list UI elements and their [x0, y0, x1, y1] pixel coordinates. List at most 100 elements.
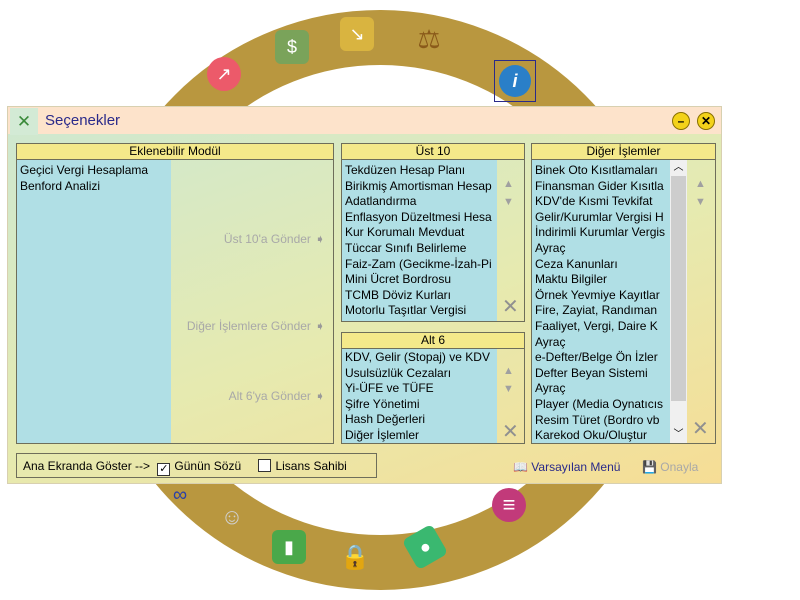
list-item[interactable]: Faaliyet, Vergi, Daire K [535, 318, 658, 333]
checkbox-label: Günün Sözü [174, 459, 242, 473]
checkbox-label: Lisans Sahibi [275, 459, 347, 473]
onayla-button[interactable]: 💾 Onayla [642, 460, 698, 474]
move-up-icon[interactable]: ▲ [695, 178, 706, 190]
scales-icon[interactable]: ⚖ [417, 23, 441, 54]
list-item[interactable]: Geçici Vergi Hesaplama [20, 163, 149, 177]
lisans-checkbox[interactable]: Lisans Sahibi [258, 459, 347, 473]
send-top10-button[interactable]: Üst 10'a Gönder➧ [224, 232, 325, 246]
falling-chart-icon[interactable]: ↘ [340, 17, 374, 51]
list-item[interactable]: Örnek Yevmiye Kayıtlar [535, 287, 660, 302]
book-icon: 📖 [513, 460, 528, 474]
move-up-icon[interactable]: ▲ [503, 178, 514, 190]
window-title: Seçenekler [45, 112, 121, 129]
money-chart-icon[interactable]: $ [275, 30, 309, 64]
list-item[interactable]: Birikmiş Amortisman Hesap [345, 178, 492, 193]
list-item[interactable]: Adatlandırma [345, 194, 417, 209]
move-down-icon[interactable]: ▼ [695, 196, 706, 208]
move-down-icon[interactable]: ▼ [503, 383, 514, 395]
move-down-icon[interactable]: ▼ [503, 196, 514, 208]
list-item[interactable]: Ayraç [535, 240, 566, 255]
scroll-thumb[interactable] [671, 176, 686, 401]
lock-icon[interactable]: 🔒 [340, 543, 370, 571]
professor-icon[interactable]: ☺ [220, 504, 244, 529]
list-item[interactable]: Enflasyon Düzeltmesi Hesa [345, 209, 492, 224]
list-item[interactable]: Fire, Zayiat, Randıman [535, 303, 658, 318]
panel-header: Diğer İşlemler [532, 144, 715, 160]
list-item[interactable]: Şifre Yönetimi [345, 396, 420, 411]
list-item[interactable]: Yi-ÜFE ve TÜFE [345, 381, 434, 396]
panel-header: Eklenebilir Modül [17, 144, 333, 160]
tools-icon: ✕ [10, 108, 38, 135]
title-bar: ✕ Seçenekler – ✕ [8, 107, 721, 135]
show-on-main-group: Ana Ekranda Göster --> ✓Günün Sözü Lisan… [16, 453, 377, 478]
info-icon[interactable]: i [494, 60, 536, 102]
panel-header: Alt 6 [342, 333, 524, 349]
panel-header: Üst 10 [342, 144, 524, 160]
send-diger-button[interactable]: Diğer İşlemlere Gönder➧ [187, 319, 325, 333]
list-item[interactable]: Maktu Bilgiler [535, 272, 608, 287]
gunun-sozu-checkbox[interactable]: ✓Günün Sözü [157, 459, 242, 476]
list-item[interactable]: Tüccar Sınıfı Belirleme [345, 240, 467, 255]
list-item[interactable]: e-Defter/Belge Ön İzler [535, 350, 658, 365]
show-on-main-label: Ana Ekranda Göster --> [23, 459, 151, 473]
list-item[interactable]: Defter Beyan Sistemi [535, 365, 648, 380]
list-item[interactable]: Mini Ücret Bordrosu [345, 272, 452, 287]
list-item[interactable]: Ayraç [535, 334, 566, 349]
list-item[interactable]: Kur Korumalı Mevduat [345, 225, 465, 240]
list-item[interactable]: Binek Oto Kısıtlamaları [535, 163, 658, 177]
list-item[interactable]: Ayraç [535, 381, 566, 396]
list-item[interactable]: Diğer İşlemler [345, 427, 420, 442]
list-item[interactable]: Hash Değerleri [345, 412, 426, 427]
list-item[interactable]: Resim Türet (Bordro vb [535, 412, 660, 427]
checkbox-box[interactable]: ✓ [157, 463, 171, 476]
list-item[interactable]: KDV'de Kısmi Tevkifat [535, 194, 653, 209]
scroll-up-icon[interactable]: ︿ [673, 162, 684, 173]
list-item[interactable]: TCMB Döviz Kurları [345, 287, 452, 302]
list-item[interactable]: Ceza Kanunları [535, 256, 618, 271]
send-alt6-button[interactable]: Alt 6'ya Gönder➧ [229, 389, 325, 403]
link-icon[interactable]: ∞ [172, 483, 188, 506]
close-button[interactable]: ✕ [697, 112, 715, 130]
eklenebilir-panel: Eklenebilir Modül Geçici Vergi Hesaplama… [16, 143, 334, 444]
arrow-right-icon: ➧ [314, 319, 325, 333]
send-label: Alt 6'ya Gönder [228, 389, 311, 403]
scroll-down-icon[interactable]: ﹀ [673, 429, 684, 440]
button-label: Onayla [660, 460, 699, 474]
minimize-button[interactable]: – [672, 112, 690, 130]
remove-icon[interactable]: ✕ [692, 418, 709, 440]
checkbox-box[interactable] [258, 459, 272, 472]
send-label: Diğer İşlemlere Gönder [186, 319, 311, 333]
arrow-right-icon: ➧ [314, 389, 325, 403]
calculator-chart-icon[interactable]: ↗ [207, 57, 241, 91]
remove-icon[interactable]: ✕ [502, 421, 519, 443]
list-item[interactable]: Usulsüzlük Cezaları [345, 365, 452, 380]
list-item[interactable]: Gelir/Kurumlar Vergisi H [535, 209, 664, 224]
list-item[interactable]: Player (Media Oynatıcıs [535, 396, 664, 411]
list-item[interactable]: Faiz-Zam (Gecikme-İzah-Pi [345, 256, 492, 271]
varsayilan-menu-button[interactable]: 📖 Varsayılan Menü [513, 460, 620, 474]
options-window: ✕ Seçenekler – ✕ Eklenebilir Modül Geçic… [7, 106, 722, 484]
menu-lines-icon[interactable]: ≡ [492, 488, 526, 522]
list-item[interactable]: İndirimli Kurumlar Vergis [535, 225, 666, 240]
scrollbar[interactable]: ︿ ﹀ [670, 160, 687, 443]
move-up-icon[interactable]: ▲ [503, 365, 514, 377]
remove-icon[interactable]: ✕ [502, 296, 519, 318]
arrow-right-icon: ➧ [314, 232, 325, 246]
bar-chart-icon[interactable]: ▮ [272, 530, 306, 564]
save-icon: 💾 [642, 460, 657, 474]
list-item[interactable]: Karekod Oku/Oluştur [535, 428, 648, 443]
list-item[interactable]: Motorlu Taşıtlar Vergisi [345, 303, 467, 318]
list-item[interactable]: Tekdüzen Hesap Planı [345, 163, 466, 177]
button-label: Varsayılan Menü [531, 460, 621, 474]
send-label: Üst 10'a Gönder [223, 232, 311, 246]
list-item[interactable]: Finansman Gider Kısıtla [535, 178, 664, 193]
list-item[interactable]: KDV, Gelir (Stopaj) ve KDV [345, 350, 490, 364]
list-item[interactable]: Benford Analizi [20, 178, 101, 193]
